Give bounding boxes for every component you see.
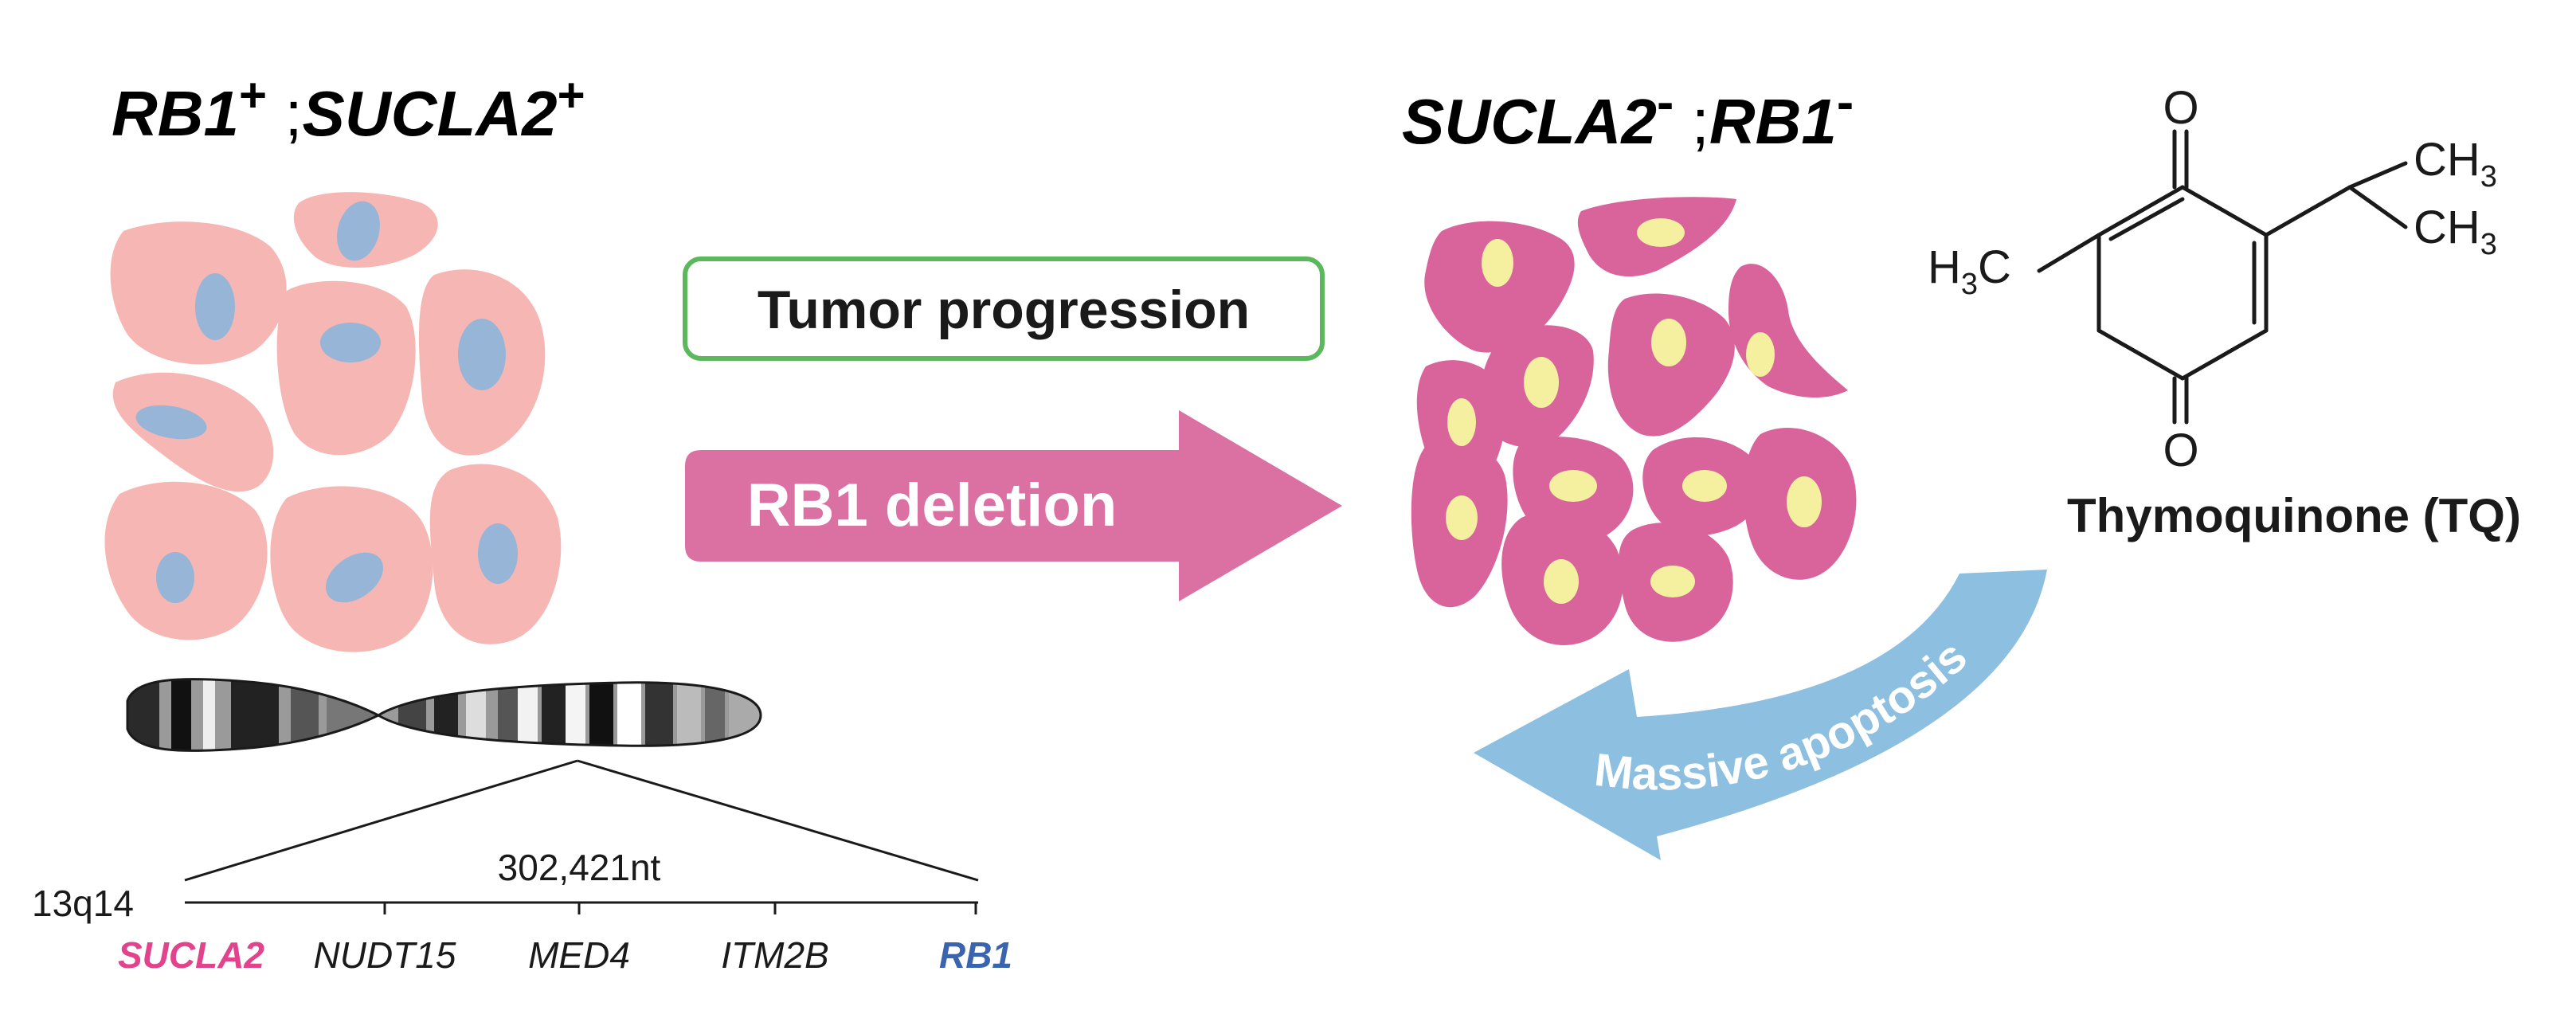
tumor-nucleus (1544, 559, 1579, 604)
normal-nucleus (458, 319, 506, 390)
atom-o-top: O (2163, 82, 2198, 134)
normal-nucleus (337, 201, 380, 261)
gene-label-sucla2: SUCLA2 (118, 934, 264, 976)
gene-label-nudt15: NUDT15 (314, 934, 456, 976)
thymoquinone-structure (2037, 129, 2408, 425)
massive-apoptosis-arrow (1474, 570, 2047, 860)
left-gene1: RB1 (112, 78, 239, 149)
left-sign2: + (558, 69, 585, 122)
left-separator: ; (267, 78, 302, 149)
right-sign2: - (1837, 73, 1854, 131)
locus-map: 13q14 302,421nt SUCLA2 NUDT15 MED4 ITM2B RB1 (32, 759, 1012, 976)
normal-nucleus (135, 405, 207, 440)
normal-cell (276, 280, 416, 456)
tumor-nucleus (1482, 239, 1513, 287)
thymoquinone-atom-labels: O O H3C CH3 CH3 (1928, 82, 2497, 476)
locus-length-label: 302,421nt (498, 847, 661, 888)
tumor-progression-label: Tumor progression (758, 280, 1250, 340)
rb1-deletion-arrow (685, 410, 1342, 601)
tumor-progression-box (683, 256, 1325, 361)
right-genotype-title: SUCLA2- ;RB1- (1402, 73, 1854, 157)
locus-band-label: 13q14 (32, 883, 134, 924)
tumor-nucleus (1637, 218, 1685, 247)
right-separator: ; (1674, 86, 1709, 157)
tumor-nucleus (1650, 566, 1695, 597)
gene-label-rb1: RB1 (939, 934, 1012, 976)
tumor-cell-cluster (1411, 197, 1857, 645)
methyl-left-label: H3C (1928, 241, 2011, 301)
methyl-right-top-label: CH3 (2414, 134, 2497, 194)
tumor-nucleus (1446, 495, 1478, 540)
tumor-nucleus (1746, 332, 1775, 377)
normal-nucleus (320, 323, 381, 362)
left-genotype-title: RB1+ ;SUCLA2+ (112, 69, 585, 149)
left-gene2: SUCLA2 (303, 78, 558, 149)
gene-labels: SUCLA2 NUDT15 MED4 ITM2B RB1 (118, 934, 1012, 976)
left-sign1: + (239, 69, 267, 122)
atom-o-bottom: O (2163, 425, 2198, 476)
tumor-cell (1728, 264, 1848, 398)
right-gene2: RB1 (1709, 86, 1837, 157)
tumor-nucleus (1524, 357, 1559, 408)
tumor-nucleus (1447, 398, 1476, 446)
gene-label-med4: MED4 (528, 934, 630, 976)
normal-nucleus (478, 523, 518, 584)
normal-nucleus (195, 273, 235, 340)
tumor-nucleus (1651, 319, 1686, 366)
tumor-cell (1424, 221, 1575, 353)
normal-cell-cluster (104, 192, 562, 652)
tumor-nucleus (1787, 476, 1822, 527)
tumor-nucleus (1549, 470, 1597, 502)
compound-name: Thymoquinone (TQ) (2067, 489, 2521, 542)
tumor-nucleus (1682, 470, 1727, 502)
rb1-deletion-label: RB1 deletion (747, 472, 1118, 539)
right-sign1: - (1657, 73, 1674, 131)
normal-nucleus (325, 552, 384, 603)
methyl-right-bottom-label: CH3 (2414, 202, 2497, 261)
normal-nucleus (156, 552, 194, 603)
right-gene1: SUCLA2 (1402, 86, 1657, 157)
gene-label-itm2b: ITM2B (721, 934, 828, 976)
chromosome (126, 678, 762, 752)
